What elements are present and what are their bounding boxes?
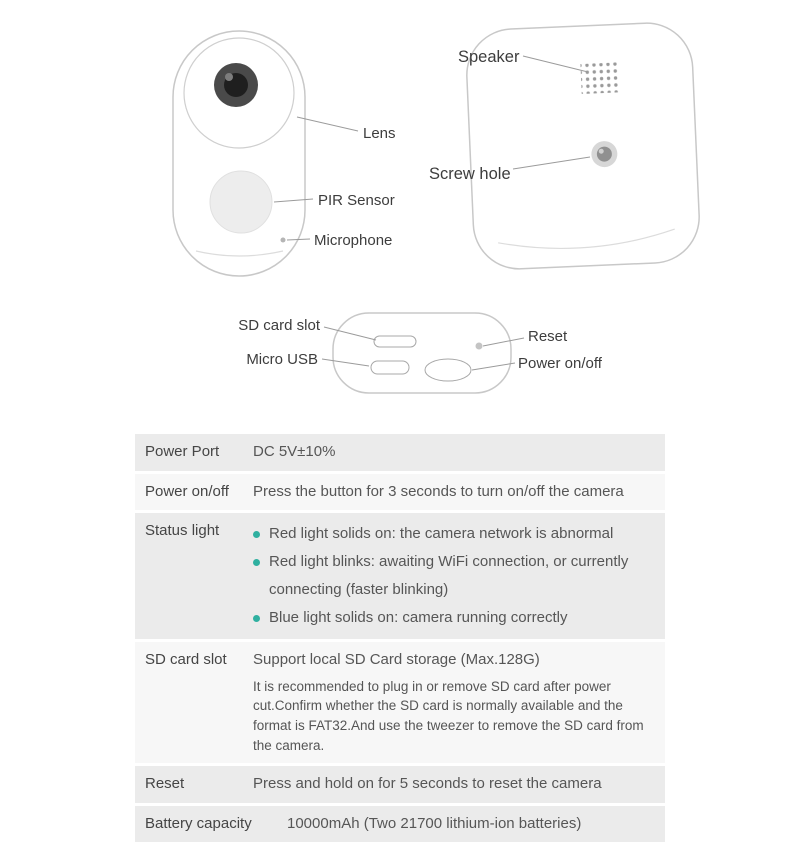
row-value: Red light solids on: the camera network … — [253, 520, 665, 632]
sd-value-main: Support local SD Card storage (Max.128G) — [253, 651, 540, 668]
bottom-body-outline — [332, 312, 512, 394]
status-bullet-item: Red light solids on: the camera network … — [253, 520, 657, 548]
row-label: Status light — [145, 522, 220, 539]
row-label: Battery capacity — [145, 814, 252, 832]
table-row-status-light: Status light Red light solids on: the ca… — [135, 513, 665, 639]
sd-card-slot-port — [373, 335, 417, 348]
camera-front-view — [172, 30, 306, 277]
lens-housing-ring — [183, 37, 295, 149]
leader-line-speaker — [522, 55, 589, 73]
row-label: Reset — [145, 775, 185, 793]
micro-usb-port — [370, 360, 410, 375]
table-row-battery-capacity: Battery capacity 10000mAh (Two 21700 lit… — [135, 805, 665, 842]
back-bottom-seam — [498, 228, 675, 250]
leader-line-lens — [296, 116, 359, 132]
pir-sensor-dome — [209, 170, 273, 234]
spec-table: Power Port DC 5V±10% Power on/off Press … — [135, 434, 665, 842]
row-value: DC 5V±10% — [253, 443, 336, 460]
row-label: Power Port — [145, 443, 220, 460]
leader-line-pir — [273, 198, 314, 203]
leader-line-sd-slot — [323, 326, 377, 341]
leader-line-screw-hole — [512, 156, 591, 170]
reset-hole — [475, 342, 483, 350]
row-value: Press the button for 3 seconds to turn o… — [253, 482, 624, 500]
sd-value-note: It is recommended to plug in or remove S… — [253, 678, 644, 754]
label-power-on-off: Power on/off — [518, 355, 603, 372]
label-lens: Lens — [363, 125, 396, 142]
camera-bottom-view — [332, 312, 512, 394]
row-value: 10000mAh (Two 21700 lithium-ion batterie… — [287, 814, 582, 832]
table-row-power-on-off: Power on/off Press the button for 3 seco… — [135, 473, 665, 510]
leader-line-micro-usb — [321, 358, 370, 367]
table-row-sd-card-slot: SD card slot Support local SD Card stora… — [135, 642, 665, 764]
label-microphone: Microphone — [314, 232, 392, 249]
bullet-icon — [253, 615, 260, 622]
power-button-shape — [424, 358, 472, 382]
front-body-outline — [172, 30, 306, 277]
lens-highlight — [225, 73, 233, 81]
label-sd-card-slot: SD card slot — [238, 317, 321, 334]
table-row-reset: Reset Press and hold on for 5 seconds to… — [135, 766, 665, 803]
label-micro-usb: Micro USB — [246, 351, 318, 368]
bullet-icon — [253, 531, 260, 538]
front-bottom-seam — [195, 250, 284, 257]
table-row-power-port: Power Port DC 5V±10% — [135, 434, 665, 471]
speaker-grille-icon — [580, 62, 619, 95]
bullet-icon — [253, 559, 260, 566]
label-reset: Reset — [528, 328, 568, 345]
label-screw-hole: Screw hole — [429, 165, 511, 183]
row-label: SD card slot — [145, 651, 227, 668]
row-value: Press and hold on for 5 seconds to reset… — [253, 775, 602, 793]
label-speaker: Speaker — [458, 48, 520, 66]
leader-line-power — [471, 362, 516, 371]
camera-parts-diagram: Speaker Lens Screw hole PIR Sensor Micro… — [172, 22, 700, 394]
label-pir-sensor: PIR Sensor — [318, 192, 395, 209]
camera-back-view — [466, 22, 700, 270]
bullet-text: Red light blinks: awaiting WiFi connecti… — [269, 553, 629, 598]
row-label: Power on/off — [145, 482, 229, 500]
bullet-text: Blue light solids on: camera running cor… — [269, 609, 568, 626]
status-bullet-item: Red light blinks: awaiting WiFi connecti… — [253, 548, 657, 604]
leader-line-microphone — [286, 238, 311, 241]
camera-manual-page: Speaker Lens Screw hole PIR Sensor Micro… — [135, 22, 700, 842]
microphone-hole — [280, 237, 286, 243]
status-bullet-item: Blue light solids on: camera running cor… — [253, 604, 657, 632]
row-value: Support local SD Card storage (Max.128G)… — [253, 649, 665, 756]
leader-lines — [273, 55, 591, 371]
leader-line-reset — [482, 337, 525, 347]
bullet-text: Red light solids on: the camera network … — [269, 525, 614, 542]
back-body-outline — [466, 22, 700, 270]
screw-hole-highlight — [598, 148, 604, 154]
